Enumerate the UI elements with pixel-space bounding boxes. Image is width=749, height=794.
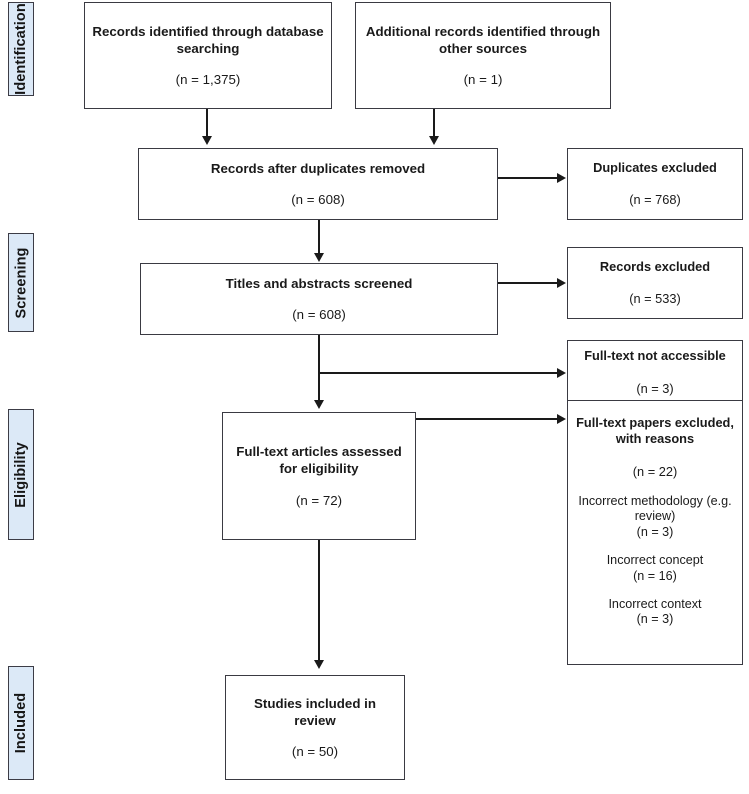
box-after-duplicates-title: Records after duplicates removed (210, 160, 426, 176)
box-other-records-title: Additional records identified through ot… (365, 23, 601, 56)
box-fulltext-excluded: Full-text papers excluded, with reasons … (567, 400, 743, 665)
exclusion-reasons-list: Incorrect methodology (e.g. review)(n = … (574, 494, 736, 628)
exclusion-reason-item: Incorrect context(n = 3) (608, 596, 702, 627)
arrow-dedup-to-duplicates-excluded (557, 173, 566, 183)
box-studies-included-title: Studies included in review (254, 695, 376, 728)
arrow-screening-to-records-excluded (557, 278, 566, 288)
stage-label-included: Included (8, 666, 34, 780)
box-records-excluded-title: Records excluded (599, 258, 711, 274)
box-fulltext-not-accessible: Full-text not accessible (n = 3) (567, 340, 743, 405)
box-fulltext-not-accessible-count: (n = 3) (636, 380, 674, 396)
arrow-eligibility-to-fulltext-excluded (557, 414, 566, 424)
connector-other-to-dedup (433, 109, 435, 138)
box-database-records-title: Records identified through database sear… (92, 23, 324, 56)
box-studies-included-count: (n = 50) (291, 744, 339, 759)
box-records-excluded-count: (n = 533) (629, 291, 681, 306)
stage-label-included-text: Included (13, 692, 30, 754)
stage-label-eligibility: Eligibility (8, 409, 34, 540)
stage-label-screening-text: Screening (13, 246, 30, 319)
stage-label-eligibility-text: Eligibility (13, 441, 29, 508)
box-database-records-count: (n = 1,375) (175, 72, 241, 87)
connector-database-to-dedup (206, 109, 208, 138)
box-other-records-count: (n = 1) (463, 72, 503, 87)
box-fulltext-excluded-count: (n = 22) (632, 463, 678, 479)
connector-screening-to-records-excluded (498, 282, 558, 284)
connector-screening-to-fulltext-not-accessible (318, 372, 558, 374)
stage-label-identification: Identification (8, 2, 34, 96)
connector-screening-to-eligibility (318, 335, 320, 402)
connector-eligibility-to-included (318, 540, 320, 662)
box-fulltext-not-accessible-title: Full-text not accessible (584, 348, 726, 364)
connector-dedup-to-screening (318, 220, 320, 255)
connector-eligibility-to-fulltext-excluded (416, 418, 558, 420)
box-other-records: Additional records identified through ot… (355, 2, 611, 109)
stage-label-screening: Screening (8, 233, 34, 332)
arrow-database-to-dedup (202, 136, 212, 145)
box-titles-abstracts-count: (n = 608) (292, 307, 346, 322)
box-studies-included: Studies included in review (n = 50) (225, 675, 405, 780)
box-records-excluded: Records excluded (n = 533) (567, 247, 743, 319)
box-duplicates-excluded: Duplicates excluded (n = 768) (567, 148, 743, 220)
stage-label-identification-text: Identification (13, 3, 29, 95)
arrow-screening-to-eligibility (314, 400, 324, 409)
box-titles-abstracts: Titles and abstracts screened (n = 608) (140, 263, 498, 335)
arrow-other-to-dedup (429, 136, 439, 145)
box-fulltext-assessed: Full-text articles assessed for eligibil… (222, 412, 416, 540)
connector-dedup-to-duplicates-excluded (498, 177, 558, 179)
arrow-screening-to-fulltext-not-accessible (557, 368, 566, 378)
box-database-records: Records identified through database sear… (84, 2, 332, 109)
box-fulltext-assessed-count: (n = 72) (295, 492, 343, 508)
exclusion-reason-item: Incorrect methodology (e.g. review)(n = … (578, 494, 732, 539)
box-fulltext-excluded-title: Full-text papers excluded, with reasons (576, 415, 734, 447)
arrow-eligibility-to-included (314, 660, 324, 669)
arrow-dedup-to-screening (314, 253, 324, 262)
box-duplicates-excluded-title: Duplicates excluded (593, 159, 717, 175)
box-titles-abstracts-title: Titles and abstracts screened (225, 275, 413, 291)
box-duplicates-excluded-count: (n = 768) (629, 192, 681, 207)
exclusion-reason-item: Incorrect concept(n = 16) (606, 553, 704, 583)
box-fulltext-assessed-title: Full-text articles assessed for eligibil… (236, 444, 402, 477)
box-after-duplicates: Records after duplicates removed (n = 60… (138, 148, 498, 220)
box-after-duplicates-count: (n = 608) (291, 192, 345, 207)
